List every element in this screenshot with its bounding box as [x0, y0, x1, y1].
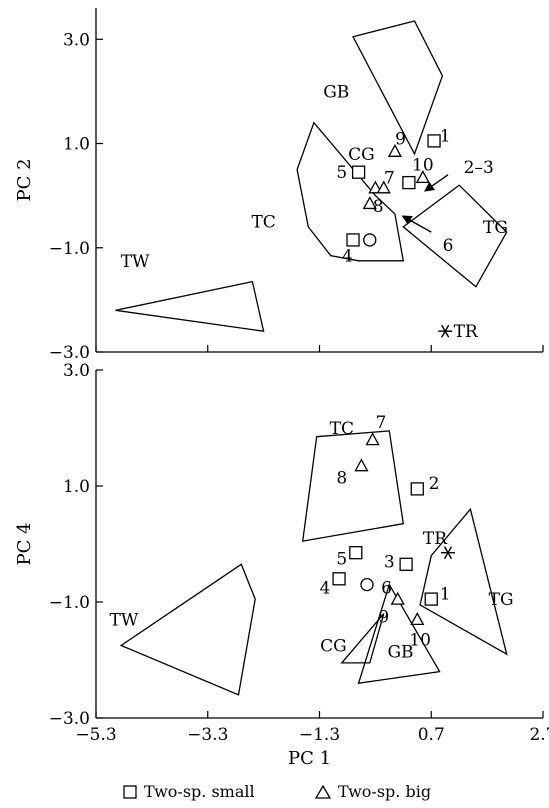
group-label-tg: TG [483, 218, 508, 238]
group-label-gb: GB [387, 642, 413, 662]
group-polygon-cg [340, 613, 385, 664]
triangle-marker [365, 432, 380, 446]
group-polygon-tg [419, 507, 508, 656]
point-label: 7 [376, 413, 387, 433]
group-polygon-tc [296, 121, 405, 262]
x-tick-label: 0.7 [418, 725, 445, 745]
triangle-marker [368, 180, 383, 194]
square-marker [410, 482, 424, 496]
point-label: 2 [429, 474, 440, 494]
group-polygon-tc [301, 430, 405, 542]
asterisk-stroke [443, 546, 453, 560]
group-polygon-tw [119, 563, 256, 696]
asterisk-marker [438, 324, 453, 338]
point-label: 10 [412, 155, 434, 175]
panel-pc2-plot: 3.0 1.0 −1.0 −3.0 PC 2 GB TC TG TW 1 2–3 5 4 9 10 78 CG 6… [14, 8, 544, 363]
point-label: 5 [336, 550, 347, 570]
asterisk-marker [441, 546, 456, 560]
y-tick-label: −3.0 [49, 709, 90, 729]
x-tick-label: −1.3 [299, 725, 340, 745]
point-label: CG [348, 145, 375, 165]
y-tick-label: 1.0 [63, 135, 90, 155]
group-label-tr: TR [423, 529, 448, 549]
legend-label-big: Two-sp. big [338, 782, 431, 801]
triangle-marker [354, 458, 369, 472]
y-tick-label: −3.0 [49, 343, 90, 363]
group-polygon-gb [357, 582, 441, 684]
group-label-cg: CG [320, 637, 347, 657]
square-marker [346, 233, 360, 247]
x-tick-label: 2.7 [529, 725, 549, 745]
group-label-gb: GB [323, 82, 349, 102]
square-marker [399, 557, 413, 571]
pointer-arrow [401, 215, 432, 233]
group-label-tc: TC [251, 213, 275, 233]
x-tick-label: −5.3 [75, 725, 116, 745]
point-label: 7 [384, 168, 395, 188]
point-label: 1 [440, 584, 451, 604]
square-marker [349, 546, 363, 560]
square-marker [332, 572, 346, 586]
legend-square-icon [123, 785, 137, 799]
y-tick-label: −1.0 [49, 239, 90, 259]
y-tick-label: 3.0 [63, 361, 90, 381]
point-label: 8 [373, 197, 384, 217]
point-label: 10 [409, 631, 431, 651]
y-tick-label: −1.0 [49, 593, 90, 613]
circle-marker [363, 233, 377, 247]
panel-pc4-plot: 3.0 1.0 −1.0 −3.0−5.3 −3.3 −1.3 0.7 2.7 PC 4 PC 1… [14, 361, 549, 769]
triangle-marker [376, 180, 391, 194]
triangle-marker [390, 591, 405, 605]
x-axis-title: PC 1 [288, 748, 331, 769]
point-label: 4 [320, 579, 331, 599]
triangle-marker [387, 143, 403, 157]
group-polygon-gb [352, 20, 444, 156]
point-label: 3 [384, 552, 395, 572]
group-label-tw: TW [121, 252, 150, 272]
legend-label-small: Two-sp. small [144, 782, 255, 801]
group-polygon-tw [115, 280, 265, 332]
point-label: 9 [378, 608, 389, 628]
square-marker [351, 165, 366, 179]
point-label: 6 [381, 579, 392, 599]
square-marker [424, 592, 438, 606]
triangle-marker [362, 196, 377, 210]
triangle-marker [415, 170, 430, 184]
group-label-tg: TG [489, 590, 514, 610]
group-label-tw: TW [110, 610, 139, 630]
group-polygon-tg [402, 184, 508, 288]
asterisk-stroke [441, 324, 450, 338]
y-tick-label: 3.0 [63, 30, 90, 50]
point-label: 8 [336, 468, 347, 488]
point-label: 1 [440, 127, 451, 147]
point-label: 6 [443, 236, 454, 256]
square-marker [427, 134, 441, 148]
circle-marker [360, 577, 374, 592]
group-label-tc: TC [330, 419, 354, 439]
triangle-marker [410, 612, 425, 626]
pointer-arrow [424, 174, 449, 192]
y-axis-title: PC 4 [14, 522, 35, 565]
y-tick-label: 1.0 [63, 477, 90, 497]
legend: Two-sp. small Two-sp. big [123, 782, 431, 801]
point-label: 2–3 [464, 158, 494, 178]
y-axis-title: PC 2 [14, 158, 35, 201]
point-label: 5 [336, 163, 347, 183]
group-label-tr: TR [454, 322, 479, 342]
x-tick-label: −3.3 [187, 725, 228, 745]
point-label: 4 [342, 247, 353, 267]
point-label: 9 [395, 129, 406, 149]
legend-triangle-icon [314, 784, 332, 799]
square-marker [402, 175, 416, 190]
